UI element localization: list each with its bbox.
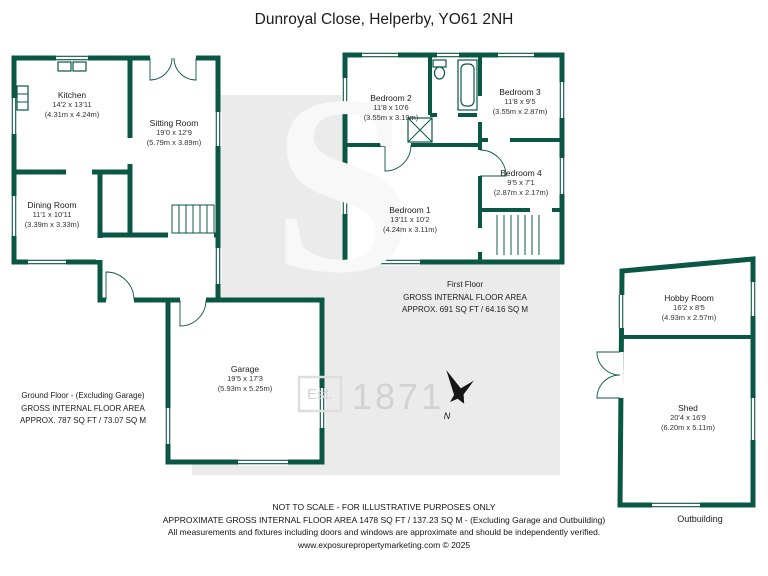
watermark-est-badge: Est. 1871 bbox=[297, 375, 444, 417]
room-name: Bedroom 4 bbox=[500, 168, 542, 178]
room-name: Sitting Room bbox=[149, 118, 199, 128]
room-dims-metric: (5.79m x 3.89m) bbox=[146, 137, 202, 147]
outbuilding-windows bbox=[617, 282, 757, 509]
room-dims-imperial: 19'5 x 17'3 bbox=[227, 374, 263, 383]
floor-area-value: APPROX. 787 SQ FT / 73.07 SQ M bbox=[19, 416, 147, 425]
ground-floor-stairs-icon bbox=[171, 204, 215, 234]
kitchen-sink-icon bbox=[57, 61, 87, 72]
floor-name: Ground Floor - (Excluding Garage) bbox=[21, 391, 145, 400]
room-name: Bedroom 1 bbox=[389, 205, 431, 215]
shed-double-door bbox=[596, 351, 624, 399]
compass-icon: N bbox=[444, 370, 474, 421]
room-dims-imperial: 9'5 x 7'1 bbox=[507, 178, 535, 187]
room-dims-metric: (2.87m x 2.17m) bbox=[493, 187, 549, 197]
room-dims-imperial: 13'11 x 10'2 bbox=[390, 215, 430, 224]
room-dims-imperial: 20'4 x 16'9 bbox=[670, 413, 706, 422]
room-dims-metric: (3.55m x 3.19m) bbox=[363, 112, 419, 122]
first-floor-stairs-icon bbox=[496, 215, 540, 255]
room-dims-metric: (4.93m x 2.57m) bbox=[661, 312, 717, 322]
floor-area-caption: GROSS INTERNAL FLOOR AREA bbox=[21, 403, 145, 413]
compass-north-label: N bbox=[444, 411, 451, 421]
room-label-hobby-room: Hobby Room 16'2 x 8'5 (4.93m x 2.57m) bbox=[634, 293, 744, 322]
ground-floor-area-label: Ground Floor - (Excluding Garage) GROSS … bbox=[0, 390, 166, 428]
room-label-garage: Garage 19'5 x 17'3 (5.93m x 5.25m) bbox=[190, 364, 300, 393]
room-label-shed: Shed 20'4 x 16'9 (6.20m x 5.11m) bbox=[633, 403, 743, 432]
first-floor-area-label: First Floor GROSS INTERNAL FLOOR AREA AP… bbox=[385, 279, 545, 317]
room-label-sitting-room: Sitting Room 19'0 x 12'9 (5.79m x 3.89m) bbox=[119, 118, 229, 147]
cupboard-icon bbox=[407, 117, 433, 143]
watermark-letter: S bbox=[272, 44, 414, 326]
outbuilding-caption: Outbuilding bbox=[677, 514, 723, 524]
bath-icon bbox=[457, 59, 478, 111]
room-dims-metric: (4.31m x 4.24m) bbox=[44, 109, 100, 119]
room-dims-imperial: 19'0 x 12'9 bbox=[156, 128, 192, 137]
room-name: Shed bbox=[678, 403, 698, 413]
room-label-bedroom-2: Bedroom 2 11'8 x 10'6 (3.55m x 3.19m) bbox=[336, 93, 446, 122]
room-dims-metric: (6.20m x 5.11m) bbox=[660, 422, 716, 432]
room-dims-metric: (3.55m x 2.87m) bbox=[492, 106, 548, 116]
room-label-bedroom-4: Bedroom 4 9'5 x 7'1 (2.87m x 2.17m) bbox=[466, 168, 576, 197]
footer-line-2: APPROXIMATE GROSS INTERNAL FLOOR AREA 14… bbox=[162, 514, 606, 525]
room-dims-metric: (4.24m x 3.11m) bbox=[382, 224, 438, 234]
watermark-est-label: Est. bbox=[307, 386, 333, 403]
floor-area-caption: GROSS INTERNAL FLOOR AREA bbox=[403, 292, 527, 302]
footer-line-4: www.exposurepropertymarketing.com © 2025 bbox=[297, 539, 471, 550]
room-name: Kitchen bbox=[57, 90, 87, 100]
ground-floor-plan bbox=[10, 54, 326, 466]
first-floor-plan bbox=[341, 51, 566, 266]
page-title: Dunroyal Close, Helperby, YO61 2NH bbox=[254, 11, 514, 28]
room-name: Hobby Room bbox=[664, 293, 714, 303]
ground-floor-windows bbox=[10, 54, 326, 466]
floor-area-value: APPROX. 691 SQ FT / 64.16 SQ M bbox=[401, 305, 529, 314]
room-dims-imperial: 14'2 x 13'11 bbox=[52, 100, 92, 109]
room-dims-imperial: 11'1 x 10'11 bbox=[32, 210, 72, 219]
room-label-dining-room: Dining Room 11'1 x 10'11 (3.39m x 3.33m) bbox=[0, 200, 107, 229]
room-name: Bedroom 2 bbox=[370, 93, 412, 103]
footer-disclaimer: NOT TO SCALE - FOR ILLUSTRATIVE PURPOSES… bbox=[0, 501, 768, 551]
first-floor-windows bbox=[341, 51, 566, 266]
footer-line-3: All measurements and fixtures including … bbox=[167, 527, 601, 538]
floor-name: First Floor bbox=[447, 280, 483, 289]
room-dims-imperial: 11'8 x 10'6 bbox=[373, 103, 409, 112]
room-label-bedroom-3: Bedroom 3 11'8 x 9'5 (3.55m x 2.87m) bbox=[465, 87, 575, 116]
outbuilding-plan bbox=[596, 256, 757, 509]
first-floor-doors bbox=[384, 96, 552, 252]
room-dims-imperial: 16'2 x 8'5 bbox=[673, 303, 705, 312]
kitchen-appliance-icon bbox=[16, 85, 29, 111]
watermark-year: 1871 bbox=[352, 376, 444, 417]
room-name: Garage bbox=[230, 364, 260, 374]
room-label-bedroom-1: Bedroom 1 13'11 x 10'2 (4.24m x 3.11m) bbox=[355, 205, 465, 234]
ground-floor-doors bbox=[66, 54, 214, 327]
room-name: Bedroom 3 bbox=[499, 87, 541, 97]
room-name: Dining Room bbox=[27, 200, 77, 210]
room-dims-metric: (5.93m x 5.25m) bbox=[217, 383, 273, 393]
footer-line-1: NOT TO SCALE - FOR ILLUSTRATIVE PURPOSES… bbox=[272, 502, 496, 512]
room-dims-metric: (3.39m x 3.33m) bbox=[24, 219, 80, 229]
room-dims-imperial: 11'8 x 9'5 bbox=[504, 97, 536, 106]
toilet-icon bbox=[432, 59, 447, 80]
room-label-kitchen: Kitchen 14'2 x 13'11 (4.31m x 4.24m) bbox=[17, 90, 127, 119]
